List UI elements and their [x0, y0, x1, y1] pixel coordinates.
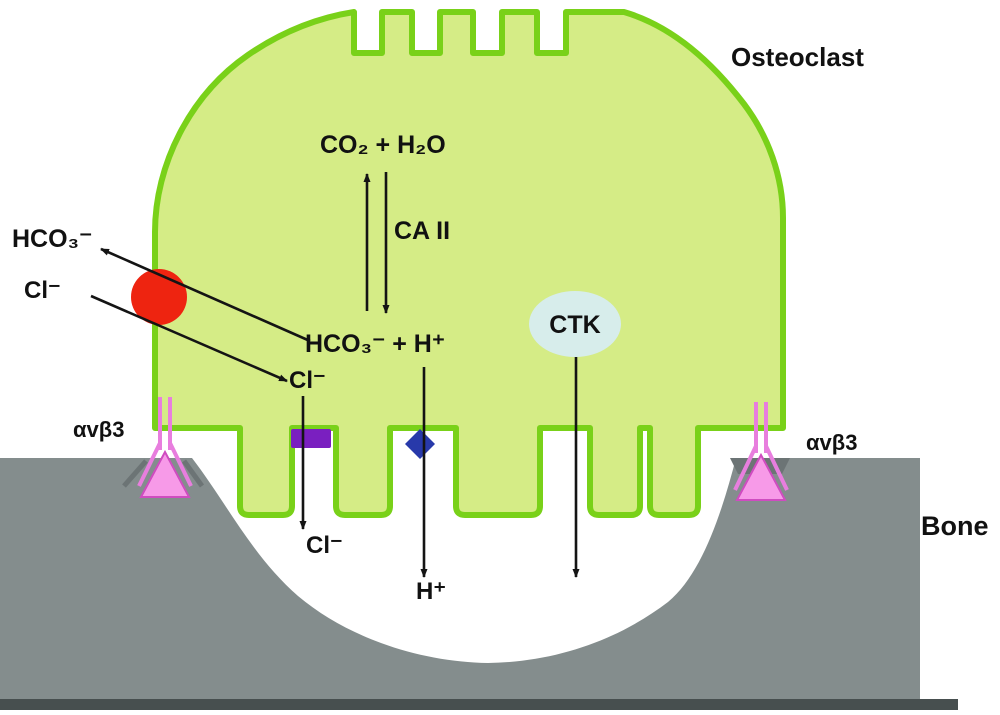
- ctk-vesicle-label-box: CTK: [529, 306, 621, 344]
- integrin-right-label: αvβ3: [806, 430, 858, 455]
- integrin-left-shadow-line-a: [122, 459, 148, 488]
- hco3-h-products-label: HCO₃⁻ + H⁺: [305, 330, 446, 358]
- cl-cytosol-label: Cl⁻: [289, 367, 326, 394]
- chloride-channel-rect: [291, 429, 331, 448]
- osteoclast-cell-shape: [152, 9, 786, 518]
- integrin-right: [730, 402, 790, 501]
- hco3-efflux-label: HCO₃⁻: [12, 225, 93, 253]
- integrin-left-shadow-line-b: [181, 459, 205, 488]
- ca2-enzyme-label: CA II: [394, 217, 451, 245]
- bone-shape: [0, 458, 920, 700]
- integrin-left-arm-b: [168, 442, 193, 487]
- integrin-right-arm-b: [764, 445, 789, 491]
- h-secreted-label: H⁺: [416, 578, 446, 605]
- integrin-left-head: [139, 449, 191, 498]
- integrin-right-arm-a: [733, 445, 758, 491]
- cl-secreted-label: Cl⁻: [306, 532, 343, 559]
- integrin-left: [122, 397, 205, 498]
- bone-label: Bone: [921, 511, 989, 541]
- proton-pump-diamond: [405, 429, 435, 459]
- osteoclast-label: Osteoclast: [731, 42, 864, 72]
- ctk-vesicle: [529, 291, 621, 357]
- co2-h2o-label: CO₂ + H₂O: [320, 131, 446, 159]
- cl-influx-label: Cl⁻: [24, 277, 61, 304]
- ctk-label: CTK: [549, 310, 601, 339]
- bone-base-line: [0, 699, 958, 710]
- hco3-efflux-arrow: [100, 247, 311, 343]
- integrin-left-arm-a: [137, 442, 162, 487]
- arrow-group: [90, 172, 580, 578]
- integrin-left-label: αvβ3: [73, 417, 125, 442]
- cl-influx-arrow: [90, 294, 288, 383]
- integrin-right-head: [735, 452, 787, 501]
- anion-exchanger-circle: [131, 269, 187, 325]
